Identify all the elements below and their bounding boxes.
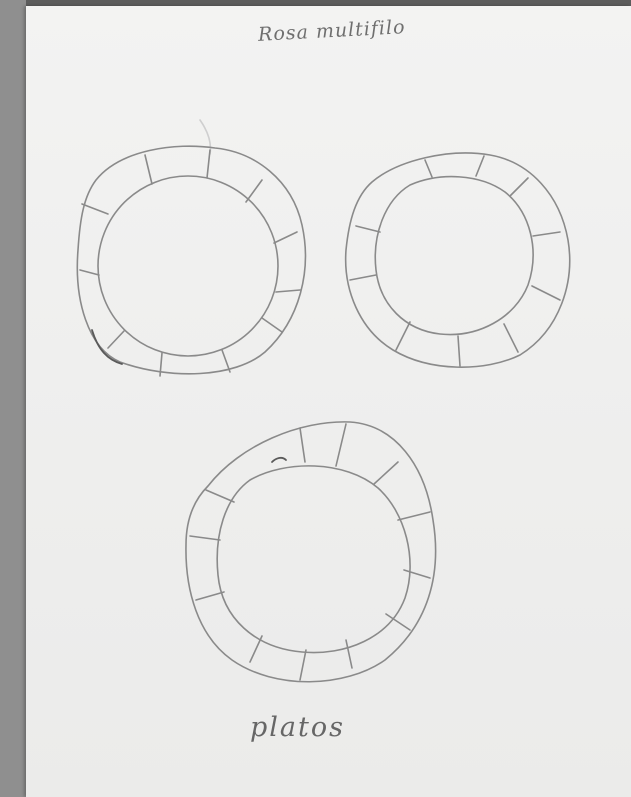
plate-top-left-segments — [80, 150, 300, 376]
plate-bottom-pencil-mark — [272, 458, 286, 462]
plate-top-left — [77, 146, 305, 376]
plate-bottom-segments — [190, 424, 430, 680]
paper-crease — [200, 120, 210, 154]
plate-top-left-rim-shadow — [92, 330, 122, 364]
plate-bottom-center — [217, 466, 410, 653]
plate-top-right-center — [375, 177, 533, 335]
plate-top-right-rim — [346, 153, 570, 367]
plate-top-left-rim — [77, 146, 305, 374]
plate-bottom — [186, 422, 436, 682]
plate-bottom-rim — [186, 422, 436, 682]
plate-top-left-center — [98, 176, 278, 356]
plate-top-right — [346, 153, 570, 367]
sheet-caption: platos — [250, 712, 345, 743]
